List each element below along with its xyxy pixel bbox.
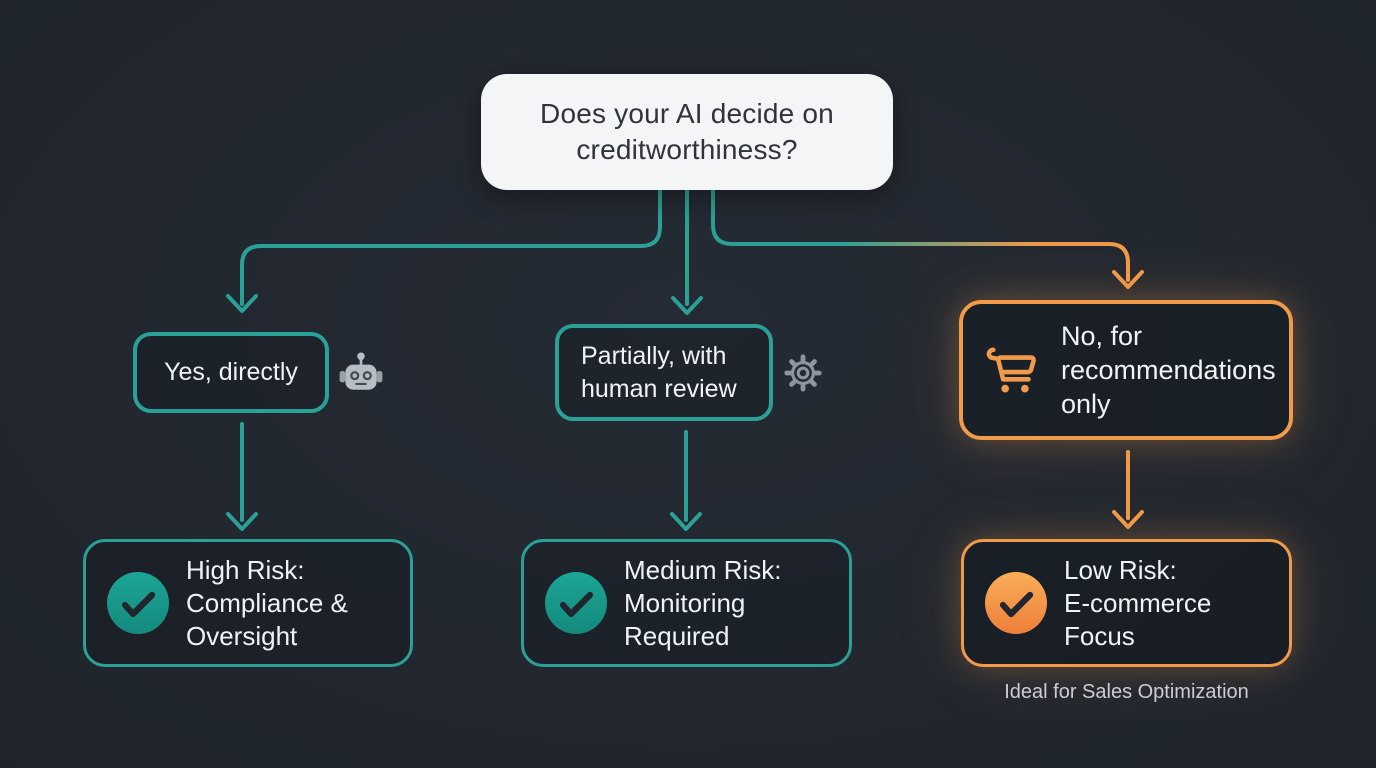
check-icon [545, 572, 607, 634]
result-medium-risk: Medium Risk: Monitoring Required [521, 539, 852, 667]
arrowhead-high [226, 512, 258, 531]
low-risk-caption: Ideal for Sales Optimization [1004, 681, 1249, 703]
option-yes-directly: Yes, directly [133, 332, 329, 413]
result-low-label: Low Risk: E-commerce Focus [1064, 554, 1212, 651]
option-no-label: No, for recommendations only [1061, 321, 1276, 419]
arrowhead-yes [226, 294, 258, 313]
arrowhead-low [1112, 510, 1144, 529]
result-medium-label: Medium Risk: Monitoring Required [624, 554, 782, 651]
shopping-cart-icon [986, 347, 1036, 393]
check-icon [985, 572, 1047, 634]
robot-icon [339, 352, 383, 390]
connector-root-to-yes [240, 188, 662, 306]
arrowhead-partial [671, 296, 703, 315]
arrowhead-no [1112, 270, 1144, 289]
question-node: Does your AI decide on creditworthiness? [481, 74, 893, 190]
option-partial-label: Partially, with human review [581, 341, 737, 403]
option-partially-human-review: Partially, with human review [555, 324, 773, 421]
gear-icon [784, 354, 822, 392]
connector-root-to-no [711, 188, 1130, 282]
option-no-recommendations: No, for recommendations only [959, 300, 1293, 440]
check-icon [107, 572, 169, 634]
result-low-risk: Low Risk: E-commerce Focus [961, 539, 1292, 667]
result-high-label: High Risk: Compliance & Oversight [186, 554, 348, 651]
option-yes-label: Yes, directly [164, 358, 298, 386]
result-high-risk: High Risk: Compliance & Oversight [83, 539, 413, 667]
question-text: Does your AI decide on creditworthiness? [540, 98, 834, 165]
arrowhead-medium [670, 512, 702, 531]
